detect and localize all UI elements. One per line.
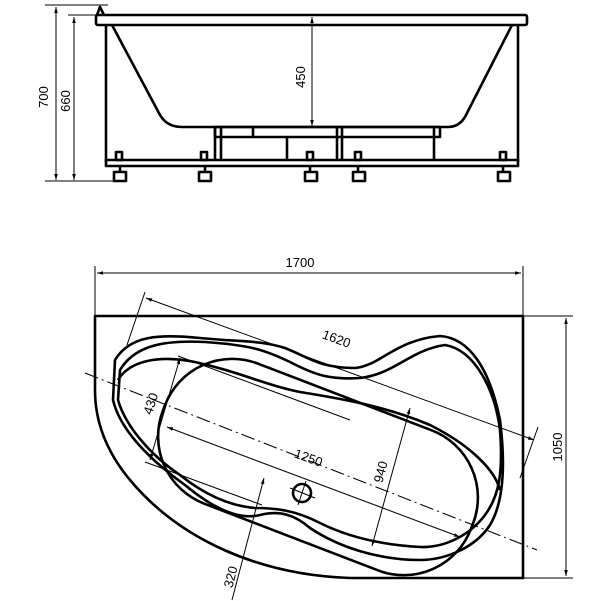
adjustable-feet xyxy=(112,150,512,183)
drain xyxy=(289,480,316,506)
dim-label-1700: 1700 xyxy=(286,255,315,270)
dim-label-430: 430 xyxy=(140,391,161,416)
side-view: 700 660 450 xyxy=(36,4,529,183)
dim-line-320 xyxy=(231,477,265,601)
dim-label-940: 940 xyxy=(371,459,391,484)
dim-line-1250 xyxy=(166,426,461,538)
rim-peak xyxy=(95,5,106,16)
dim-label-450: 450 xyxy=(293,66,308,88)
dim-label-660: 660 xyxy=(58,90,73,112)
dim-label-1620: 1620 xyxy=(320,327,352,351)
tub-outline-outer xyxy=(93,314,525,580)
dim-line-940 xyxy=(371,407,411,547)
dim-label-700: 700 xyxy=(36,86,51,108)
dim-label-1050: 1050 xyxy=(550,433,565,462)
support-frame xyxy=(213,125,442,160)
dim-label-320: 320 xyxy=(221,564,241,589)
dim-line-430 xyxy=(149,357,181,461)
dim-label-1250: 1250 xyxy=(292,446,324,470)
dim-line-1620 xyxy=(145,297,535,441)
plan-view: 1700 1050 1620 430 1250 940 320 xyxy=(84,255,573,601)
